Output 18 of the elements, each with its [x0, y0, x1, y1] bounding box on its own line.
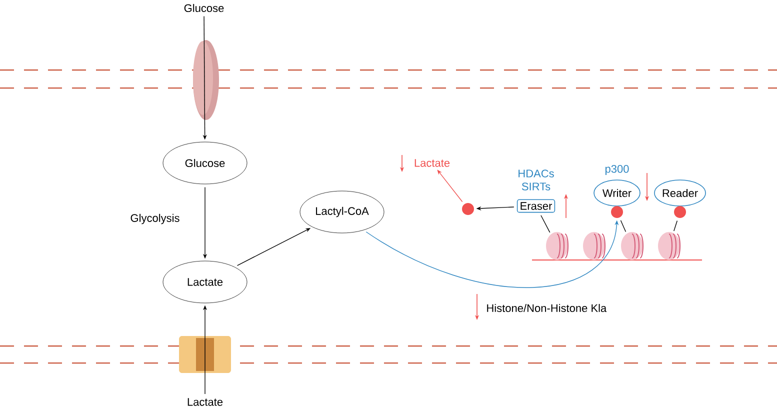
connector-line — [620, 220, 626, 232]
modification-dot — [462, 203, 474, 215]
nucleosome — [621, 232, 644, 260]
text-label: Lactate — [414, 159, 450, 167]
edge-label: Glycolysis — [130, 214, 180, 224]
nucleosome — [658, 232, 680, 260]
protein-label: HDACs SIRTs — [518, 170, 554, 190]
text-label: Lactate — [188, 398, 223, 406]
protein-label: p300 — [605, 165, 629, 175]
text-label: Histone/Non-Histone Kla — [487, 304, 607, 312]
nucleosome — [546, 232, 568, 260]
nucleosome — [583, 232, 606, 260]
connector-line — [674, 220, 678, 232]
enzyme-box: Eraser — [516, 199, 556, 213]
text-label: Glucose — [184, 4, 224, 12]
modification-dot — [611, 206, 623, 218]
connector-line — [540, 215, 550, 233]
modification-dot — [674, 206, 686, 218]
